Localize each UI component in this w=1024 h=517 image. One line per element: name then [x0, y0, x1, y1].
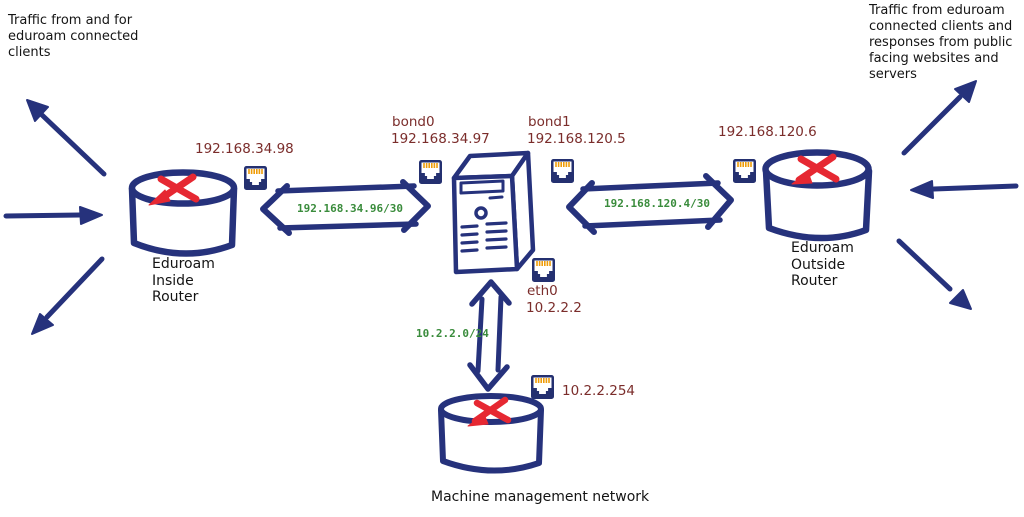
server-bond0-name: bond0	[392, 114, 435, 130]
arrow-client-upleft	[26, 99, 107, 177]
power-button	[474, 206, 488, 220]
vent-grille	[460, 221, 508, 253]
router-crossed-arrows-icon	[467, 396, 512, 427]
ethernet-port-icon	[531, 257, 556, 283]
server-bond1-name: bond1	[528, 114, 571, 130]
note-client-traffic: Traffic from and for eduroam connected c…	[8, 13, 139, 60]
server-bond1-ip: 192.168.120.5	[527, 131, 626, 147]
inside-subnet-label: 192.168.34.96/30	[297, 202, 403, 215]
router-crossed-arrows-icon	[791, 153, 840, 185]
arrow-web-inbound	[910, 180, 1019, 199]
outside-subnet-label: 192.168.120.4/30	[604, 197, 710, 210]
link-arrow-outside-subnet	[566, 173, 734, 235]
link-arrow-management-subnet	[467, 279, 512, 392]
inside-router-ip: 192.168.34.98	[195, 141, 294, 157]
note-web-traffic: Traffic from eduroam connected clients a…	[869, 3, 1013, 82]
management-network-ip: 10.2.2.254	[562, 383, 635, 399]
ethernet-port-icon	[243, 165, 268, 191]
server-eth0-ip: 10.2.2.2	[526, 300, 582, 316]
outside-router-label: Eduroam Outside Router	[791, 240, 854, 289]
server-tower	[451, 150, 536, 275]
server-bond0-ip: 192.168.34.97	[391, 131, 490, 147]
management-subnet-label: 10.2.2.0/24	[416, 327, 489, 340]
ethernet-port-icon	[418, 159, 443, 185]
outside-router-ip: 192.168.120.6	[718, 124, 817, 140]
outside-router-cylinder	[762, 149, 873, 242]
arrow-web-downright	[896, 238, 972, 310]
management-network-label: Machine management network	[431, 489, 650, 505]
link-arrow-inside-subnet	[260, 179, 431, 236]
management-network-cylinder	[438, 393, 544, 474]
router-crossed-arrows-icon	[148, 173, 200, 206]
arrow-client-inbound	[3, 206, 103, 225]
inside-router-cylinder	[128, 169, 238, 257]
server-eth0-name: eth0	[527, 283, 558, 299]
arrow-web-upright	[901, 80, 977, 156]
ethernet-port-icon	[550, 158, 575, 184]
ethernet-port-icon	[530, 374, 555, 400]
arrow-client-downleft	[31, 256, 105, 335]
drive-bay-slot	[459, 179, 505, 195]
inside-router-label: Eduroam Inside Router	[152, 256, 215, 305]
ethernet-port-icon	[732, 158, 757, 184]
